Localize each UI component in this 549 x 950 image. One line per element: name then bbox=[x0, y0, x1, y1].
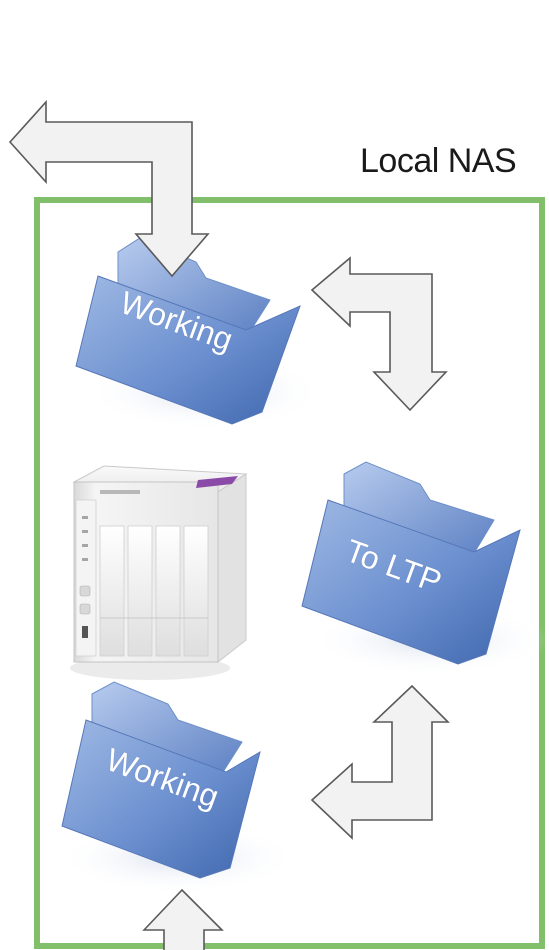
folder-icon-working-bottom bbox=[58, 681, 298, 894]
folder-icon-to-ltp bbox=[301, 461, 549, 676]
elbow-arrow-icon-top-entry bbox=[8, 99, 210, 278]
nas-server-icon bbox=[70, 465, 248, 680]
local-nas-label: Local NAS bbox=[360, 142, 517, 180]
elbow-arrow-icon-bottom-right bbox=[310, 684, 450, 840]
elbow-arrow-icon-bottom-entry bbox=[142, 888, 224, 950]
elbow-arrow-icon-top-right bbox=[310, 256, 448, 412]
nas-boundary-box bbox=[34, 197, 545, 949]
folder-icon-working-top bbox=[75, 237, 325, 430]
